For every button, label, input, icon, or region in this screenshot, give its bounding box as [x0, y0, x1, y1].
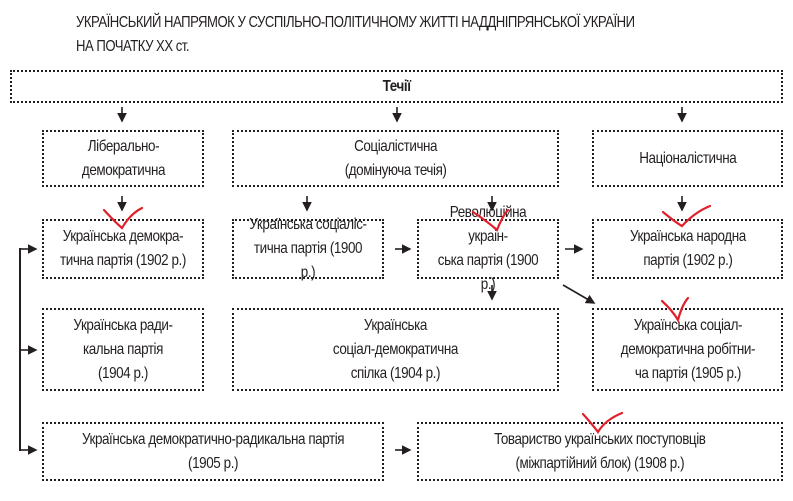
currents-root-box: Течії: [10, 70, 783, 103]
unp-label: Українська народна партія (1902 р.): [629, 228, 746, 269]
socialist-box: Соціалістична (домінуюча течія): [232, 130, 559, 187]
usds-box: Українська соціал-демократична спілка (1…: [232, 308, 559, 391]
socialist-label: Соціалістична (домінуюча течія): [344, 137, 447, 179]
rup-box: Революційна украін- ська партія (1900 р.…: [417, 204, 559, 293]
udp-box: Українська демокра- тична партія (1902 р…: [42, 219, 204, 279]
urp-label: Українська ради- кальна партія (1904 р.): [73, 316, 173, 382]
udp-label: Українська демокра- тична партія (1902 р…: [60, 228, 186, 269]
liberal-democratic-label: Ліберально- демократична: [81, 137, 165, 179]
title-line-2: НА ПОЧАТКУ XX ст.: [76, 38, 190, 55]
usds-label: Українська соціал-демократична спілка (1…: [333, 316, 458, 382]
checkmark-icon: [660, 296, 690, 323]
nationalist-label: Націоналістична: [638, 149, 737, 167]
arrow-diagonal-icon: [562, 284, 596, 304]
nationalist-box: Націоналістична: [592, 130, 783, 187]
urp-box: Українська ради- кальна партія (1904 р.): [42, 308, 204, 391]
rup-label: Революційна украін- ська партія (1900 р.…: [437, 204, 539, 293]
title-line-1: УКРАЇНСЬКИЙ НАПРЯМОК У СУСПІЛЬНО-ПОЛІТИЧ…: [76, 14, 635, 31]
usp-box: Українська соціаліс- тична партія (1900 …: [232, 216, 384, 281]
checkmark-icon: [471, 208, 510, 232]
checkmark-icon: [661, 204, 712, 228]
tup-box: Товариство українських поступовців (міжп…: [417, 422, 783, 481]
tup-label: Товариство українських поступовців (міжп…: [494, 430, 706, 472]
usp-label: Українська соціаліс- тична партія (1900 …: [249, 216, 367, 281]
usdrp-box: Українська соціал- демократична робітни-…: [592, 308, 783, 391]
checkmark-icon: [581, 411, 624, 434]
usdrp-label: Українська соціал- демократична робітни-…: [620, 316, 755, 382]
udrp-box: Українська демократично-радикальна парті…: [42, 422, 384, 481]
liberal-democratic-box: Ліберально- демократична: [42, 130, 204, 187]
currents-root-label: Течії: [382, 77, 411, 95]
udrp-label: Українська демократично-радикальна парті…: [81, 430, 345, 472]
checkmark-icon: [102, 206, 144, 230]
